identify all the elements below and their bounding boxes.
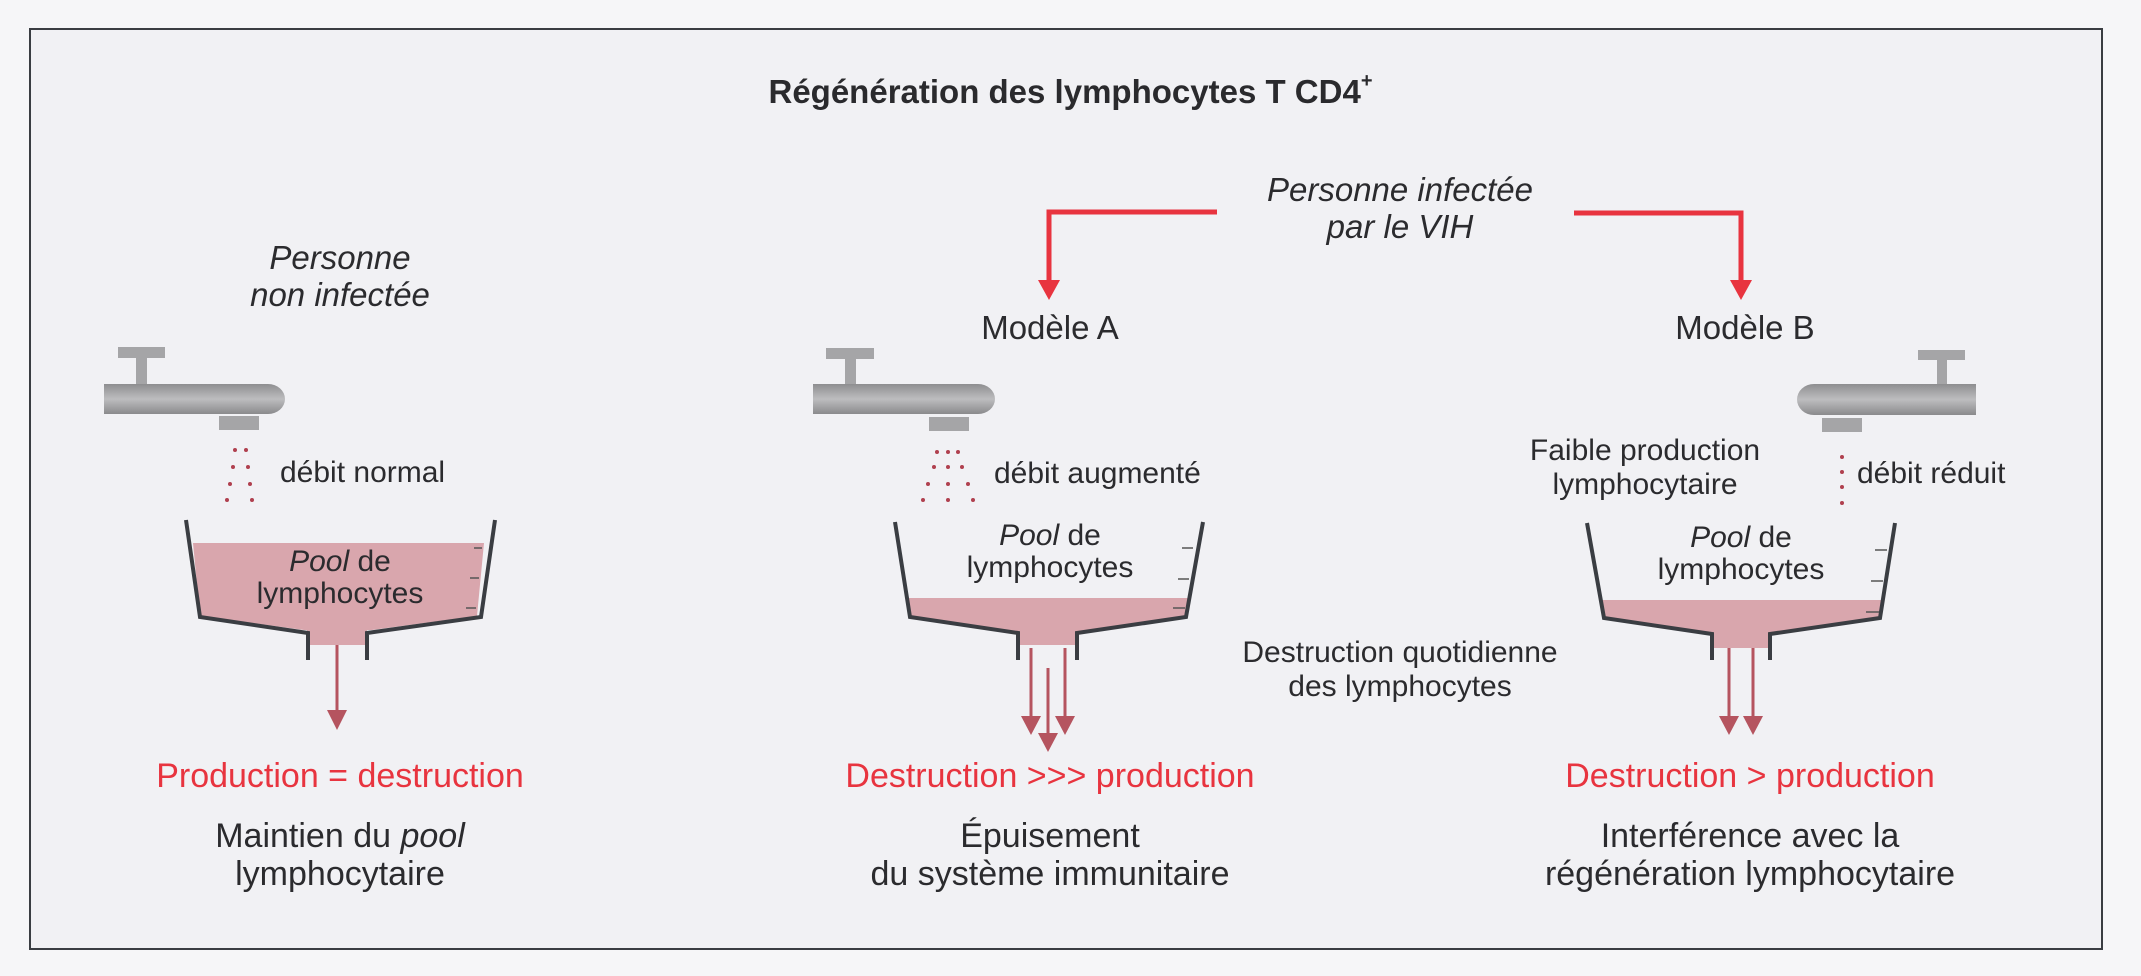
pool-label-model-a: Pool de lymphocytes (930, 519, 1170, 585)
panel-model-b-header: Modèle B (1675, 309, 1815, 346)
pool-italic: Pool (1690, 521, 1751, 554)
flow-drops-increased (921, 450, 975, 502)
pool-label-uninfected: Pool de lymphocytes (220, 545, 460, 611)
flow-label-reduced: débit réduit (1857, 457, 2006, 490)
pool-model-a (893, 521, 1205, 752)
arrow-down-icon (327, 710, 347, 730)
title-superscript: + (1360, 70, 1373, 92)
tap-icon (813, 348, 995, 431)
pool-model-b (1585, 522, 1897, 735)
panel-model-a-header: Modèle A (981, 309, 1119, 346)
pool-line2: lymphocytes (966, 551, 1134, 585)
flow-label-normal: débit normal (280, 456, 446, 489)
infected-header-line2: par le VIH (1326, 207, 1474, 245)
header-line2: non infectée (250, 275, 430, 313)
side-label-line2: lymphocytaire (1552, 467, 1738, 501)
figure-title: Régénération des lymphocytes T CD4+ (0, 70, 2141, 111)
pool-italic: Pool (999, 519, 1060, 552)
pool-label-model-b: Pool de lymphocytes (1621, 521, 1861, 587)
arrow-down-icon (1055, 716, 1075, 735)
arrow-down-icon (1743, 716, 1763, 735)
pool-rest: de (1750, 521, 1792, 554)
outcome-model-b: Interférence avec la régénération lympho… (1500, 817, 2000, 893)
flow-drops-reduced (1840, 455, 1844, 505)
daily-destruction-label: Destruction quotidienne des lymphocytes (1200, 636, 1600, 703)
arrow-down-icon (1021, 716, 1041, 735)
outcome-line2: du système immunitaire (870, 855, 1230, 894)
side-label-line2: des lymphocytes (1288, 669, 1512, 703)
outcome-line2: régénération lymphocytaire (1544, 855, 1956, 894)
pool-rest: de (1059, 519, 1101, 552)
outcome-uninfected: Maintien du pool lymphocytaire (100, 817, 580, 893)
tap-icon (104, 347, 285, 430)
arrow-down-icon (1038, 280, 1060, 300)
infected-header: Personne infectée par le VIH (1200, 171, 1600, 246)
flow-drops-normal (225, 448, 254, 502)
figure-title-text: Régénération des lymphocytes T CD4 (768, 73, 1361, 110)
flow-label-increased: débit augmenté (994, 457, 1201, 490)
panel-uninfected-header: Personne non infectée (190, 239, 490, 314)
side-label-line1: Destruction quotidienne (1242, 636, 1558, 669)
outcome-italic: pool (400, 817, 465, 855)
pool-line2: lymphocytes (256, 577, 424, 611)
outcome-line1: Épuisement (960, 817, 1140, 855)
connector-to-model-a (1038, 209, 1217, 300)
side-label-line1: Faible production (1529, 434, 1761, 467)
outcome-line1: Interférence avec la (1600, 817, 1900, 855)
figure-frame (29, 28, 2103, 950)
balance-model-b: Destruction > production (1565, 757, 1935, 795)
balance-uninfected: Production = destruction (156, 757, 524, 795)
connector-to-model-b (1574, 210, 1752, 300)
pool-rest: de (349, 545, 391, 578)
arrow-down-icon (1038, 733, 1058, 752)
low-production-label: Faible production lymphocytaire (1500, 434, 1790, 501)
pool-italic: Pool (289, 545, 350, 578)
arrow-down-icon (1730, 280, 1752, 300)
arrow-down-icon (1719, 716, 1739, 735)
pool-uninfected (184, 519, 497, 730)
pool-line2: lymphocytes (1657, 553, 1825, 587)
tap-icon (1797, 350, 1976, 432)
outcome-line2: lymphocytaire (235, 855, 445, 894)
infected-header-line1: Personne infectée (1266, 171, 1533, 208)
header-line1: Personne (269, 239, 411, 276)
outcome-part1: Maintien du (215, 817, 401, 855)
outcome-model-a: Épuisement du système immunitaire (800, 817, 1300, 893)
balance-model-a: Destruction >>> production (845, 757, 1255, 795)
